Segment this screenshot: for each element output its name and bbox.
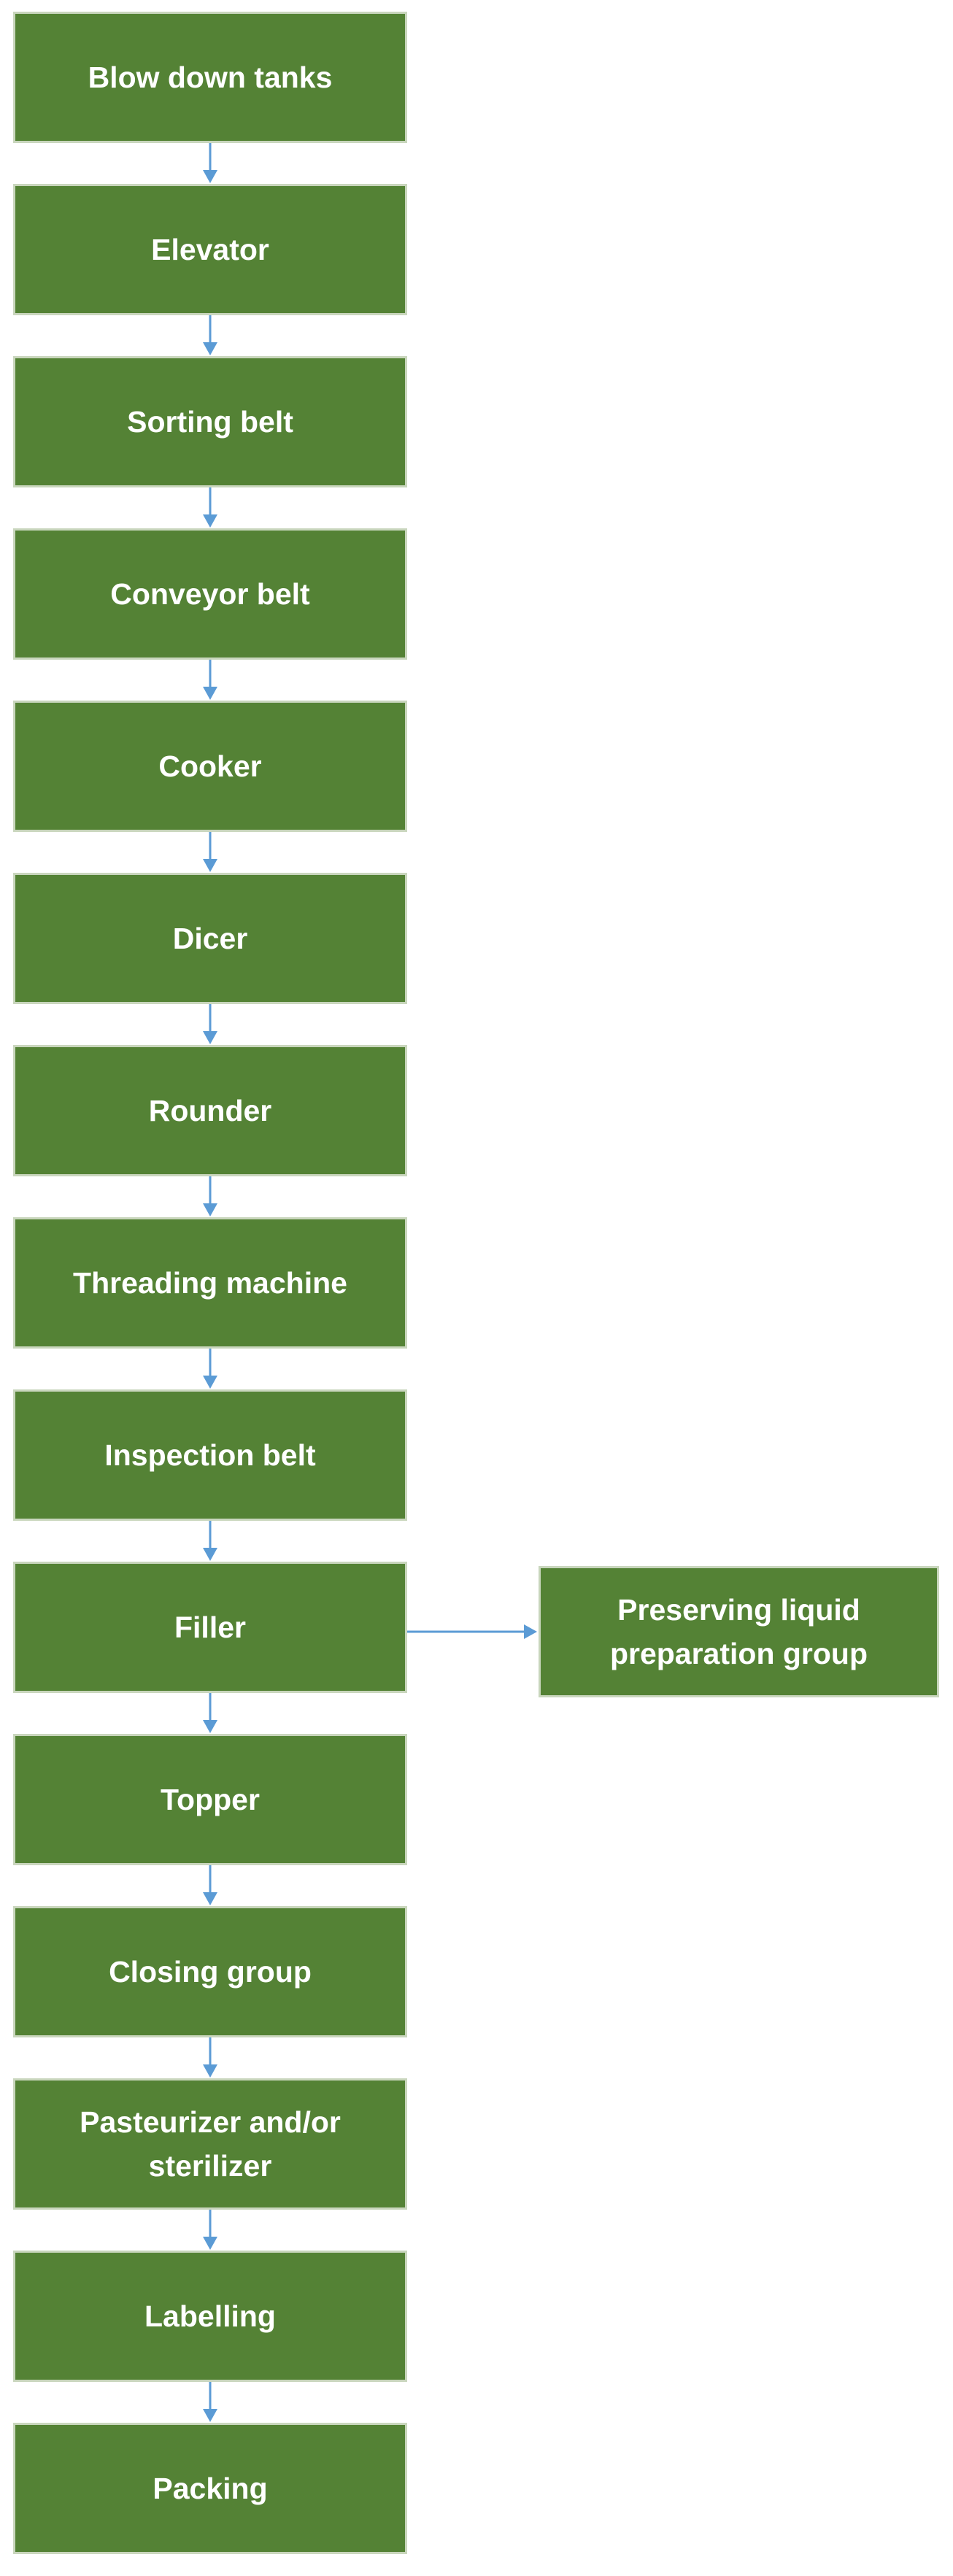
step-topper: Topper [13, 1734, 407, 1865]
step-sorting-belt: Sorting belt [13, 356, 407, 487]
arrow-labelling-to-packing [203, 2382, 217, 2422]
step-label: Pasteurizer and/or sterilizer [80, 2105, 341, 2183]
side-step-label: Preserving liquid preparation group [609, 1593, 868, 1670]
arrow-elevator-to-sorting-belt [203, 315, 217, 355]
step-label: Packing [153, 2472, 268, 2505]
step-label: Dicer [172, 922, 248, 955]
arrow-sorting-belt-to-conveyor-belt [203, 487, 217, 528]
arrow-dicer-to-rounder [203, 1004, 217, 1044]
step-packing: Packing [13, 2423, 407, 2554]
step-blow-down-tanks: Blow down tanks [13, 12, 407, 143]
step-conveyor-belt: Conveyor belt [13, 528, 407, 660]
step-label: Sorting belt [127, 405, 293, 439]
arrow-threading-machine-to-inspection-belt [203, 1349, 217, 1389]
step-label: Elevator [151, 233, 269, 266]
step-label: Threading machine [73, 1266, 347, 1300]
arrow-filler-to-topper [203, 1693, 217, 1733]
step-inspection-belt: Inspection belt [13, 1389, 407, 1521]
arrow-filler-to-preserving-liquid [407, 1624, 537, 1639]
arrow-conveyor-belt-to-cooker [203, 660, 217, 700]
step-label: Inspection belt [104, 1438, 316, 1472]
step-filler: Filler [13, 1562, 407, 1693]
step-label: Closing group [109, 1955, 312, 1989]
step-labelling: Labelling [13, 2251, 407, 2382]
arrow-closing-group-to-pasteurizer [203, 2037, 217, 2078]
arrow-pasteurizer-to-labelling [203, 2210, 217, 2250]
step-elevator: Elevator [13, 184, 407, 315]
arrow-topper-to-closing-group [203, 1865, 217, 1905]
step-label: Rounder [148, 1094, 272, 1127]
arrow-cooker-to-dicer [203, 832, 217, 872]
step-pasteurizer-sterilizer: Pasteurizer and/or sterilizer [13, 2078, 407, 2210]
step-label: Topper [161, 1783, 260, 1816]
step-closing-group: Closing group [13, 1906, 407, 2037]
step-label: Filler [174, 1611, 246, 1644]
arrow-inspection-belt-to-filler [203, 1521, 217, 1561]
step-dicer: Dicer [13, 873, 407, 1004]
step-label: Cooker [158, 749, 262, 783]
arrow-blowdown-to-elevator [203, 143, 217, 183]
arrow-rounder-to-threading-machine [203, 1176, 217, 1216]
step-rounder: Rounder [13, 1045, 407, 1176]
step-threading-machine: Threading machine [13, 1217, 407, 1349]
step-cooker: Cooker [13, 701, 407, 832]
step-label: Labelling [144, 2299, 276, 2333]
step-label: Conveyor belt [110, 577, 310, 611]
step-label: Blow down tanks [88, 61, 333, 94]
step-preserving-liquid-preparation-group: Preserving liquid preparation group [539, 1566, 939, 1697]
